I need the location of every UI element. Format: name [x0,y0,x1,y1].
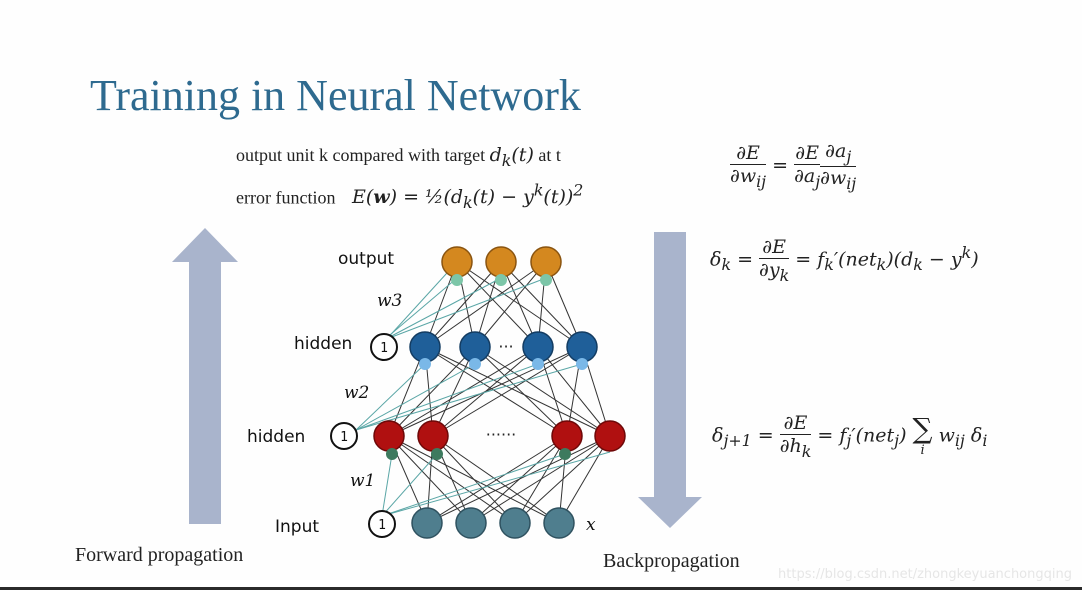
hidden-top-junction-1 [419,358,431,370]
output-junction-1 [451,274,463,286]
hidden-top-ellipsis: ··· [498,337,513,356]
hidden-bottom-layer-label: hidden [247,427,305,447]
input-layer-label: Input [275,517,319,537]
output-layer-label: output [338,249,394,269]
weight-label-w2: w2 [344,383,369,403]
input-node-3 [499,507,531,539]
weight-label-w3: w3 [377,291,402,311]
error-function-formula: E(w) = ½(dk(t) − yk(t))2 [351,181,584,213]
watermark: https://blog.csdn.net/zhongkeyuanchongqi… [778,567,1072,582]
page-title: Training in Neural Network [90,71,581,120]
hidden-bottom-junction-3 [559,448,571,460]
output-node-2 [485,246,517,278]
target-math: dk(t) [489,144,534,170]
hidden-top-node-2 [459,331,491,363]
backward-arrow [638,232,702,528]
bias-edges-w1 [381,451,611,517]
forward-propagation-label: Forward propagation [75,544,243,566]
edges-w2 [388,346,611,437]
hidden-bottom-node-3 [551,420,583,452]
hidden-bottom-node-1 [373,420,405,452]
hidden-top-junction-2 [469,358,481,370]
target-tail: at t [538,145,561,165]
output-junction-2 [495,274,507,286]
target-line: output unit k compared with target dk(t)… [236,144,561,170]
input-node-4 [543,507,575,539]
bias-label-hidden-top: 1 [380,341,388,356]
error-text: error function [236,187,336,208]
hidden-top-junction-4 [576,358,588,370]
hidden-top-junction-3 [532,358,544,370]
hidden-top-layer-label: hidden [294,334,352,354]
equation-2: δk = ∂E∂yk = fk′(netk)(dk − yk) [710,236,979,285]
input-node-2 [455,507,487,539]
hidden-bottom-junction-2 [431,448,443,460]
hidden-bottom-node-2 [417,420,449,452]
bottom-border [0,587,1082,590]
hidden-top-node-1 [409,331,441,363]
bias-node-hidden-top [370,333,398,361]
error-line: error function E(w) = ½(dk(t) − yk(t))2 [236,181,583,212]
hidden-bottom-node-4 [594,420,626,452]
hidden-bottom-ellipsis: ······ [486,425,517,444]
input-node-1 [411,507,443,539]
output-node-3 [530,246,562,278]
hidden-top-node-3 [522,331,554,363]
output-junction-3 [540,274,552,286]
bias-label-input: 1 [378,518,386,533]
output-node-1 [441,246,473,278]
weight-label-w1: w1 [350,471,375,491]
bias-edges-w2 [355,363,583,431]
hidden-bottom-junction-1 [386,448,398,460]
forward-arrow [172,228,238,524]
bias-node-input [368,510,396,538]
target-text: output unit k compared with target [236,145,486,165]
equation-3: δj+1 = ∂E∂hk = fj′(netj) ∑i wij δi [712,411,988,461]
backpropagation-label: Backpropagation [603,550,740,572]
bias-label-hidden-bottom: 1 [340,430,348,445]
input-variable-label: x [586,515,596,535]
bias-node-hidden-bottom [330,422,358,450]
hidden-top-node-4 [566,331,598,363]
equation-1: ∂E∂wij = ∂E∂aj∂aj∂wij [730,140,857,193]
bias-edges-w3 [383,261,547,343]
